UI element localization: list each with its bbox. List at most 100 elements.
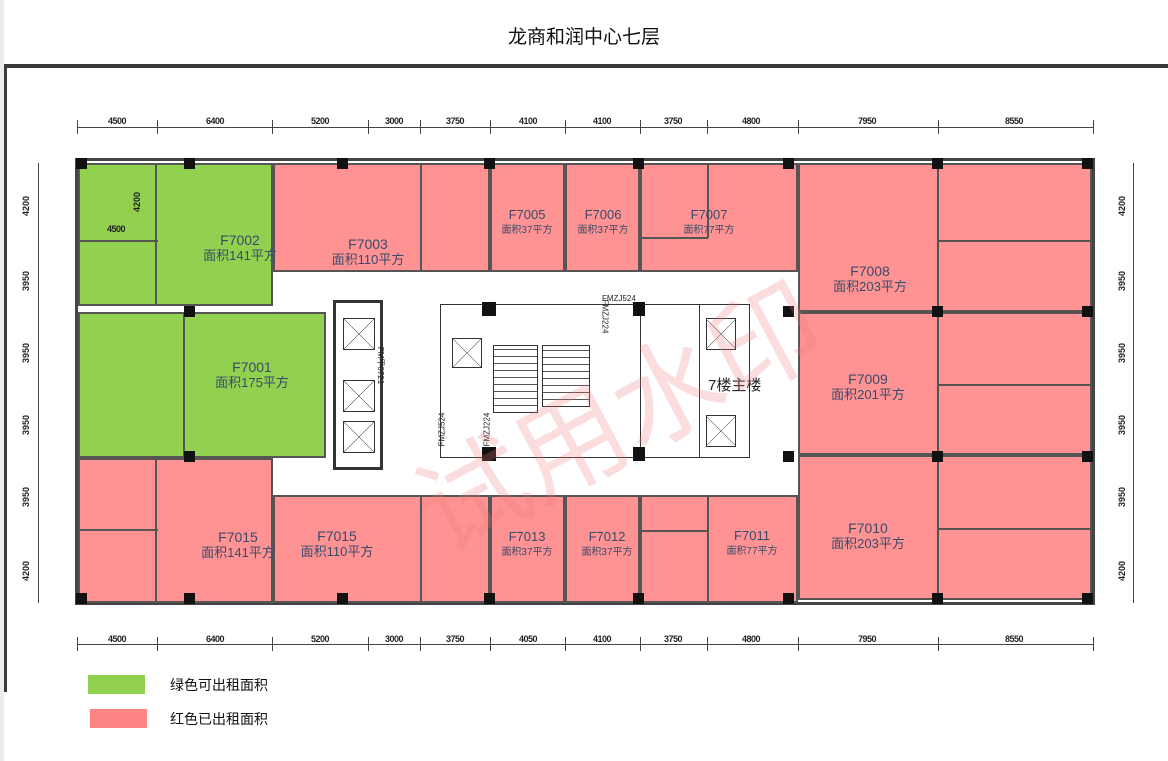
dimension-line-right xyxy=(1133,163,1134,603)
column xyxy=(484,593,495,604)
room-area: 面积77平方 xyxy=(683,225,735,236)
room-id: F7001 xyxy=(232,359,272,375)
dimension-label-left: 4200 xyxy=(21,560,32,582)
stairs xyxy=(493,345,538,413)
dimension-tick xyxy=(157,637,158,651)
dimension-label-bottom: 8550 xyxy=(1004,634,1024,644)
column xyxy=(783,593,794,604)
room-f7009[interactable] xyxy=(798,312,1092,455)
partition xyxy=(420,163,422,272)
column xyxy=(932,306,943,317)
elevator-icon xyxy=(706,318,736,350)
room-f7001[interactable] xyxy=(78,312,326,458)
dimension-tick xyxy=(272,120,273,134)
dimension-label-top: 6400 xyxy=(205,116,225,126)
column xyxy=(1082,306,1093,317)
room-label-f7011: F7011 面积77平方 xyxy=(726,528,777,560)
dimension-label-bottom: 4500 xyxy=(107,634,127,644)
room-f7003[interactable] xyxy=(273,163,490,272)
restrooms xyxy=(640,304,700,458)
room-area: 面积37平方 xyxy=(581,547,633,558)
dimension-label: 4200 xyxy=(132,191,143,213)
column xyxy=(633,447,645,461)
column xyxy=(337,593,348,604)
dimension-tick xyxy=(368,120,369,134)
room-f7010[interactable] xyxy=(798,455,1092,600)
partition xyxy=(78,529,158,531)
dimension-label-left: 4200 xyxy=(21,195,32,217)
dimension-label-bottom: 4100 xyxy=(592,634,612,644)
dimension-label-bottom: 6400 xyxy=(205,634,225,644)
dimension-label-right: 3950 xyxy=(1117,414,1128,436)
column xyxy=(184,158,195,169)
door-code: FM甲0721 xyxy=(376,346,386,385)
dimension-label-bottom: 3000 xyxy=(384,634,404,644)
dimension-label-top: 3750 xyxy=(445,116,465,126)
frame-border-top xyxy=(5,64,1168,68)
column xyxy=(337,158,348,169)
column xyxy=(482,447,496,461)
room-f7007[interactable] xyxy=(640,163,798,272)
legend-swatch-available xyxy=(88,675,145,694)
dimension-tick xyxy=(490,120,491,134)
room-f7012[interactable] xyxy=(565,495,640,603)
column xyxy=(1082,451,1093,462)
dimension-label-top: 3750 xyxy=(663,116,683,126)
dimension-tick xyxy=(938,120,939,134)
column xyxy=(1082,593,1093,604)
dimension-label-top: 4500 xyxy=(107,116,127,126)
room-area: 面积110平方 xyxy=(300,544,374,559)
dimension-label-bottom: 7950 xyxy=(857,634,877,644)
room-f7011[interactable] xyxy=(640,495,798,603)
column xyxy=(76,158,87,169)
room-area: 面积77平方 xyxy=(726,546,778,557)
room-f7008[interactable] xyxy=(798,163,1092,312)
room-f7006[interactable] xyxy=(565,163,640,272)
dimension-label-left: 3950 xyxy=(21,414,32,436)
room-id: F7013 xyxy=(508,529,546,544)
room-f7015-b[interactable] xyxy=(273,495,490,603)
partition xyxy=(707,163,709,238)
dimension-label-left: 3950 xyxy=(21,342,32,364)
stairs xyxy=(542,345,590,407)
dimension-tick xyxy=(272,637,273,651)
column xyxy=(783,158,794,169)
elevator-icon xyxy=(343,421,375,453)
legend-label-available: 绿色可出租面积 xyxy=(170,677,268,693)
elevator-icon xyxy=(706,415,736,447)
column xyxy=(76,593,87,604)
dimension-label-bottom: 3750 xyxy=(663,634,683,644)
dimension-tick xyxy=(368,637,369,651)
column xyxy=(932,158,943,169)
dimension-tick xyxy=(565,120,566,134)
room-id: F7011 xyxy=(734,528,770,543)
room-f7005[interactable] xyxy=(490,163,565,272)
room-f7013[interactable] xyxy=(490,495,565,603)
column xyxy=(482,302,496,316)
legend-label-rented: 红色已出租面积 xyxy=(170,711,268,727)
door-code: FMZJ524 xyxy=(437,412,447,447)
room-area: 面积141平方 xyxy=(201,545,275,560)
room-id: F7012 xyxy=(588,529,626,544)
column xyxy=(1082,158,1093,169)
room-id: F7006 xyxy=(584,207,622,222)
dimension-label-right: 4200 xyxy=(1117,195,1128,217)
room-f7002[interactable] xyxy=(78,163,273,306)
room-area: 面积175平方 xyxy=(215,375,289,390)
column xyxy=(783,451,794,462)
room-area: 面积37平方 xyxy=(501,225,553,236)
legend-swatch-rented xyxy=(90,709,147,728)
partition xyxy=(937,163,939,600)
dimension-tick xyxy=(1093,637,1094,651)
building-outline xyxy=(75,158,1095,605)
dimension-label-top: 3000 xyxy=(384,116,404,126)
dimension-tick xyxy=(1093,120,1094,134)
dimension-tick xyxy=(798,120,799,134)
partition xyxy=(155,163,157,306)
